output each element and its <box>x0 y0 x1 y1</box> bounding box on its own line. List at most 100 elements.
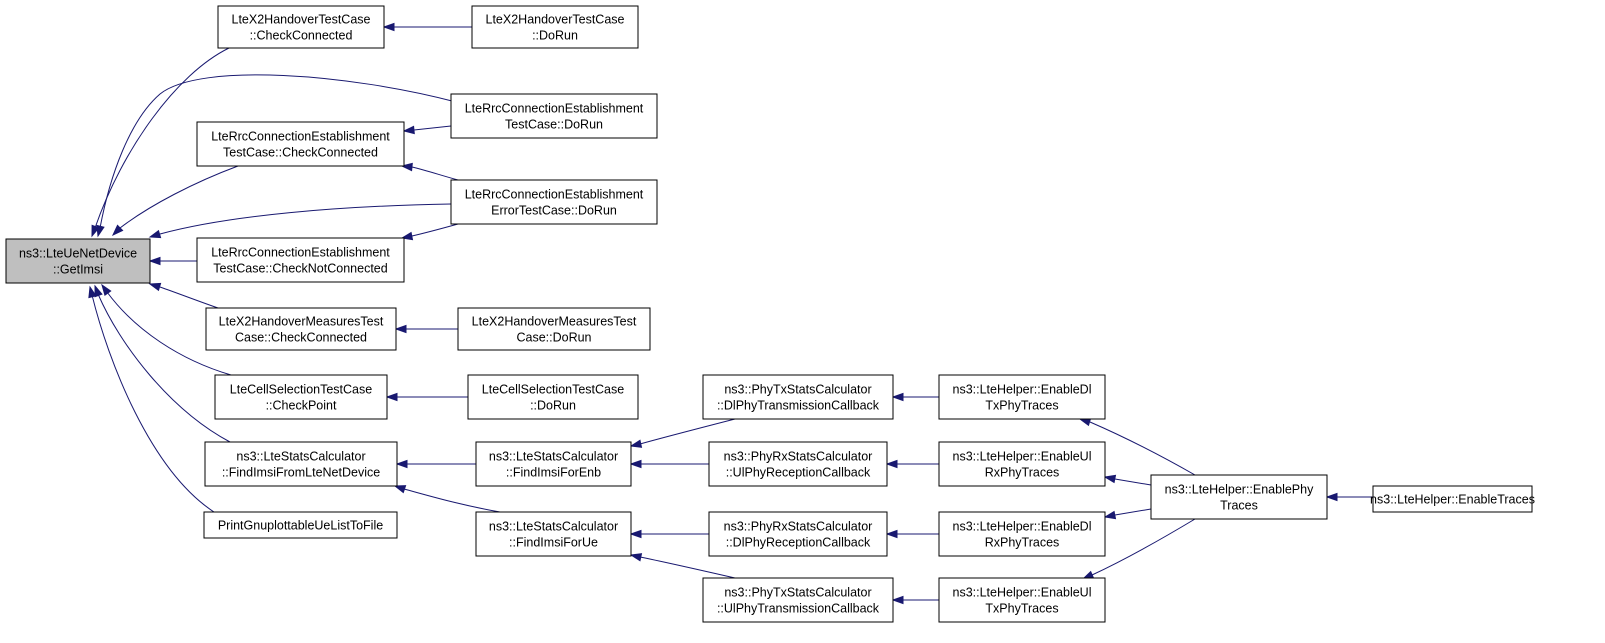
node-label-line: ns3::LteStatsCalculator <box>236 450 365 464</box>
edge-phytx_dl-to-stats_enb <box>629 418 736 448</box>
node-box[interactable] <box>938 374 1106 420</box>
node-x2-dorun[interactable]: LteX2HandoverTestCase::DoRun <box>471 5 639 49</box>
edge-rrc_err_dorun-to-rrc_notconn <box>400 223 459 241</box>
node-box[interactable] <box>204 441 398 487</box>
node-box[interactable] <box>938 511 1106 557</box>
edge-line <box>119 165 239 229</box>
node-box[interactable] <box>217 5 385 49</box>
node-rrc-err-dorun[interactable]: LteRrcConnectionEstablishmentErrorTestCa… <box>450 179 658 225</box>
node-label-line: LteX2HandoverMeasuresTest <box>472 315 637 329</box>
node-label-line: ns3::LteHelper::EnableUl <box>953 450 1092 464</box>
node-rrc-notconn[interactable]: LteRrcConnectionEstablishmentTestCase::C… <box>196 237 405 283</box>
node-box[interactable] <box>702 577 894 623</box>
arrowhead <box>382 22 395 32</box>
node-box[interactable] <box>475 511 632 557</box>
node-stats-enb[interactable]: ns3::LteStatsCalculator::FindImsiForEnb <box>475 441 632 487</box>
node-print-gnu[interactable]: PrintGnuplottableUeListToFile <box>203 511 398 539</box>
node-label-line: ns3::LteStatsCalculator <box>489 520 618 534</box>
node-label-line: RxPhyTraces <box>985 536 1060 550</box>
arrowhead <box>101 283 112 297</box>
node-x2-check[interactable]: LteX2HandoverTestCase::CheckConnected <box>217 5 385 49</box>
node-box[interactable] <box>475 441 632 487</box>
node-box[interactable] <box>702 374 894 420</box>
edge-line <box>639 418 736 445</box>
node-label-line: TestCase::CheckNotConnected <box>213 262 387 276</box>
node-box[interactable] <box>708 511 888 557</box>
node-box[interactable] <box>471 5 639 49</box>
node-label-line: LteRrcConnectionEstablishment <box>211 246 390 260</box>
node-box[interactable] <box>203 511 398 539</box>
node-phyrx-dl[interactable]: ns3::PhyRxStatsCalculator::DlPhyReceptio… <box>708 511 888 557</box>
node-label-line: ::UlPhyReceptionCallback <box>726 466 871 480</box>
node-label-line: ns3::LteHelper::EnablePhy <box>1165 483 1314 497</box>
edge-helper_dltx-to-phytx_dl <box>891 392 939 402</box>
node-label-line: ns3::LteHelper::EnableDl <box>953 520 1092 534</box>
node-helper-traces[interactable]: ns3::LteHelper::EnableTraces <box>1370 485 1535 513</box>
edge-x2m_check-to-getimsi <box>148 282 219 309</box>
edge-helper_ulrx-to-phyrx_ul <box>885 459 939 469</box>
arrowhead <box>629 439 643 448</box>
edge-line <box>1114 508 1152 516</box>
nodes-layer: ns3::LteUeNetDevice::GetImsiLteX2Handove… <box>5 5 1535 623</box>
node-box[interactable] <box>708 441 888 487</box>
edge-line <box>411 223 459 237</box>
arrowhead <box>629 553 643 562</box>
edge-cell_dorun-to-cell_check <box>385 392 468 402</box>
node-label-line: PrintGnuplottableUeListToFile <box>218 519 383 533</box>
node-box[interactable] <box>1150 474 1328 520</box>
edge-rrc_dorun-to-rrc_check <box>402 125 452 135</box>
node-box[interactable] <box>450 179 658 225</box>
node-box[interactable] <box>196 121 405 167</box>
edge-phytx_ul-to-stats_ue <box>629 553 736 579</box>
arrowhead <box>96 224 105 238</box>
node-label-line: TxPhyTraces <box>985 602 1058 616</box>
node-rrc-dorun[interactable]: LteRrcConnectionEstablishmentTestCase::D… <box>450 93 658 139</box>
node-box[interactable] <box>450 93 658 139</box>
node-box[interactable] <box>938 577 1106 623</box>
node-label-line: LteCellSelectionTestCase <box>230 383 372 397</box>
node-label-line: ::FindImsiForEnb <box>506 466 601 480</box>
node-box[interactable] <box>457 307 651 351</box>
edge-line <box>159 203 452 235</box>
arrowhead <box>891 392 904 402</box>
node-cell-dorun[interactable]: LteCellSelectionTestCase::DoRun <box>467 374 639 420</box>
edge-rrc_dorun-to-getimsi <box>96 74 457 238</box>
node-stats-ue[interactable]: ns3::LteStatsCalculator::FindImsiForUe <box>475 511 632 557</box>
arrowhead <box>395 459 408 469</box>
node-phytx-ul[interactable]: ns3::PhyTxStatsCalculator::UlPhyTransmis… <box>702 577 894 623</box>
node-box[interactable] <box>1372 485 1533 513</box>
node-box[interactable] <box>196 237 405 283</box>
node-rrc-check[interactable]: LteRrcConnectionEstablishmentTestCase::C… <box>196 121 405 167</box>
node-box[interactable] <box>5 238 151 284</box>
edge-phyrx_dl-to-stats_ue <box>629 529 709 539</box>
node-box[interactable] <box>467 374 639 420</box>
node-label-line: LteX2HandoverMeasuresTest <box>219 315 384 329</box>
node-getimsi[interactable]: ns3::LteUeNetDevice::GetImsi <box>5 238 151 284</box>
edge-phyrx_ul-to-stats_enb <box>629 459 709 469</box>
node-phytx-dl[interactable]: ns3::PhyTxStatsCalculator::DlPhyTransmis… <box>702 374 894 420</box>
edge-rrc_err_dorun-to-rrc_check <box>400 162 459 181</box>
node-phyrx-ul[interactable]: ns3::PhyRxStatsCalculator::UlPhyReceptio… <box>708 441 888 487</box>
node-box[interactable] <box>938 441 1106 487</box>
node-stats-find[interactable]: ns3::LteStatsCalculator::FindImsiFromLte… <box>204 441 398 487</box>
node-box[interactable] <box>214 374 388 420</box>
edge-line <box>639 556 736 579</box>
node-box[interactable] <box>205 307 397 351</box>
edge-helper_dlrx-to-phyrx_dl <box>885 529 939 539</box>
edge-cell_check-to-getimsi <box>101 283 232 376</box>
node-label-line: LteX2HandoverTestCase <box>486 13 625 27</box>
node-x2m-check[interactable]: LteX2HandoverMeasuresTestCase::CheckConn… <box>205 307 397 351</box>
node-cell-check[interactable]: LteCellSelectionTestCase::CheckPoint <box>214 374 388 420</box>
arrowhead <box>1325 492 1338 502</box>
node-label-line: ::FindImsiForUe <box>509 536 598 550</box>
arrowhead <box>88 285 97 299</box>
edge-line <box>106 291 232 376</box>
arrowhead <box>393 485 407 494</box>
arrowhead <box>385 392 398 402</box>
